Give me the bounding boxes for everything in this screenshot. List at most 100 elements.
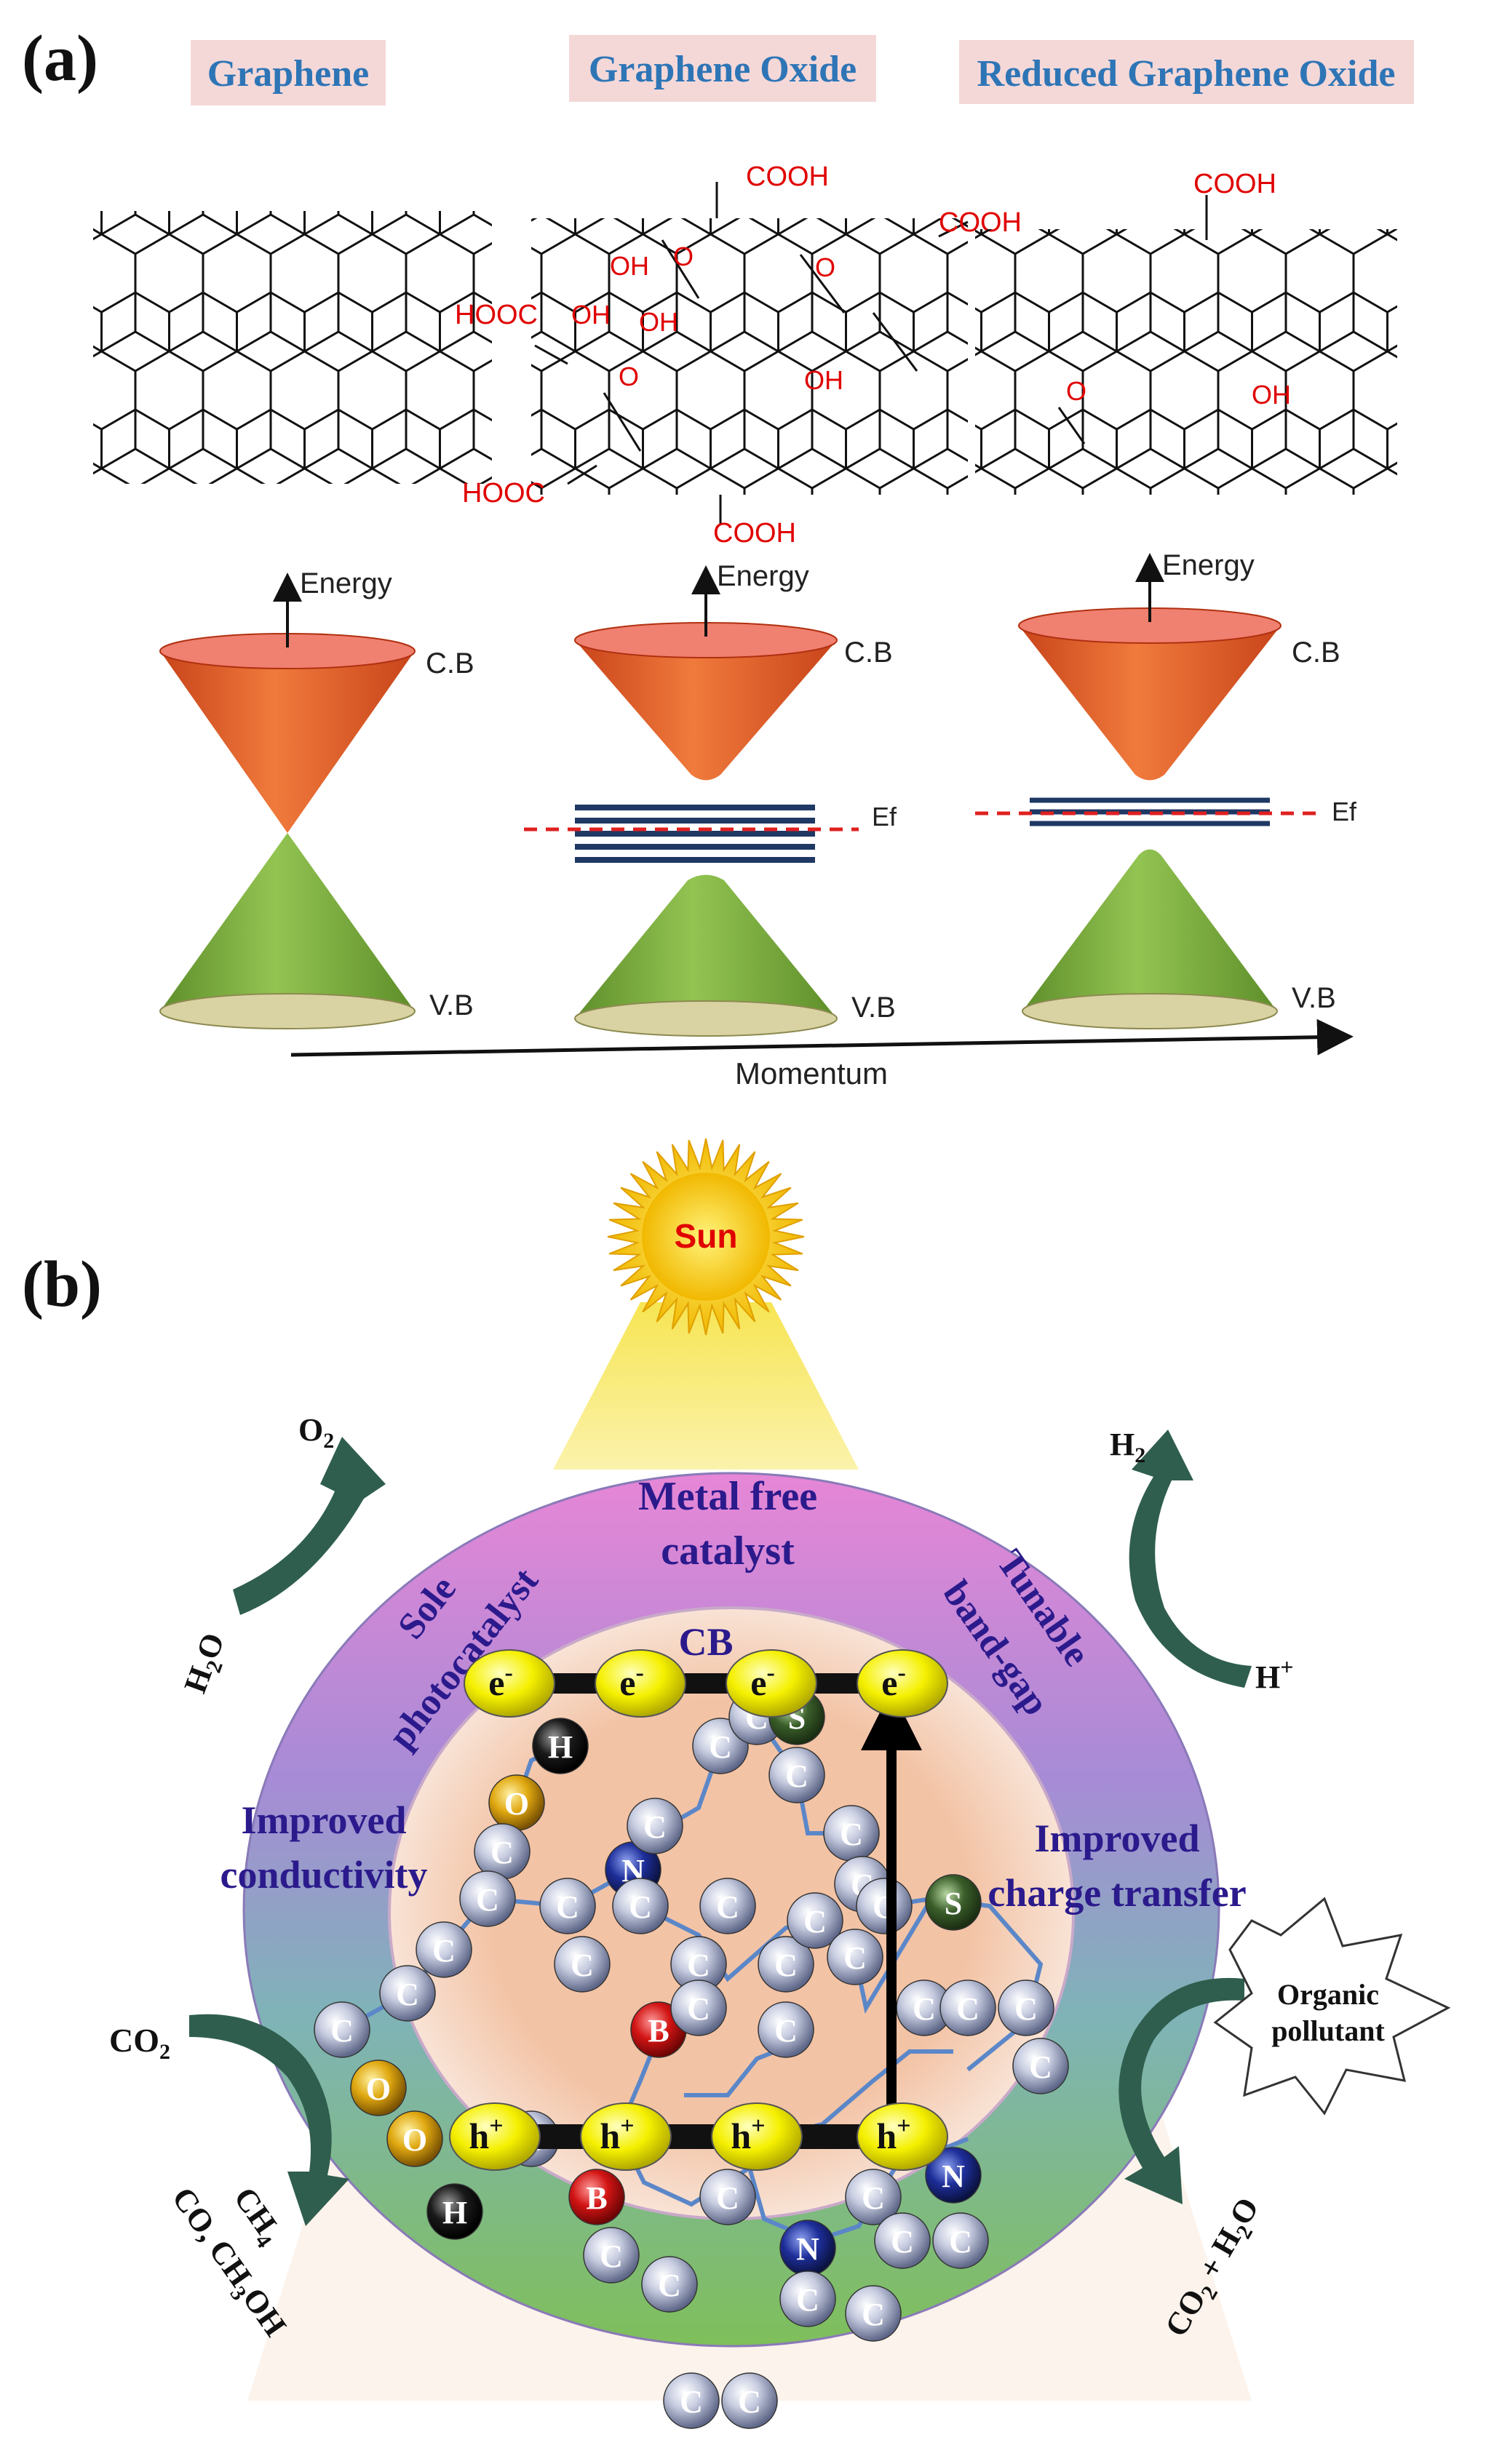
svg-text:Ef: Ef bbox=[1332, 797, 1357, 826]
svg-text:C: C bbox=[1029, 2049, 1052, 2085]
hole-0: h+ bbox=[449, 2102, 541, 2171]
h2-label: H2 bbox=[1110, 1427, 1145, 1467]
atom-n-42: N bbox=[925, 2147, 982, 2204]
svg-text:h+: h+ bbox=[469, 2113, 503, 2156]
svg-text:C: C bbox=[862, 2180, 885, 2216]
atom-c-23: C bbox=[758, 1936, 814, 1993]
svg-text:S: S bbox=[945, 1886, 962, 1921]
svg-text:Graphene: Graphene bbox=[207, 53, 369, 95]
atom-c-44: C bbox=[779, 2270, 836, 2327]
title-graphene-oxide: Graphene Oxide bbox=[569, 35, 876, 102]
rgo-cb-cone bbox=[1019, 626, 1281, 781]
electron-1: e- bbox=[595, 1649, 686, 1718]
svg-text:OH: OH bbox=[639, 307, 678, 337]
svg-text:O: O bbox=[1066, 376, 1086, 406]
atom-c-41: C bbox=[845, 2169, 902, 2225]
svg-text:C: C bbox=[716, 2180, 739, 2216]
svg-text:C: C bbox=[891, 2224, 914, 2260]
atom-h-0: H bbox=[532, 1718, 589, 1774]
atom-c-39: C bbox=[699, 2169, 756, 2225]
label-metal-free: Metal free bbox=[638, 1474, 817, 1519]
vb-label: V.B bbox=[429, 989, 474, 1021]
svg-text:C: C bbox=[680, 2384, 703, 2420]
svg-text:pollutant: pollutant bbox=[1271, 2014, 1385, 2047]
svg-text:C: C bbox=[658, 2268, 681, 2303]
atom-c-47: C bbox=[721, 2372, 778, 2429]
svg-text:N: N bbox=[942, 2158, 965, 2194]
svg-text:e-: e- bbox=[881, 1659, 906, 1703]
svg-text:h+: h+ bbox=[600, 2113, 634, 2156]
go-vb-cone bbox=[575, 874, 837, 1018]
svg-text:COOH: COOH bbox=[713, 518, 796, 549]
vb-bar bbox=[480, 2124, 902, 2149]
svg-text:h+: h+ bbox=[731, 2113, 765, 2156]
svg-text:O: O bbox=[619, 362, 639, 391]
svg-text:Reduced Graphene Oxide: Reduced Graphene Oxide bbox=[977, 53, 1396, 95]
energy-label: Energy bbox=[300, 567, 392, 599]
atom-c-30: C bbox=[758, 2001, 814, 2058]
atom-c-45: C bbox=[845, 2285, 902, 2342]
svg-text:Energy: Energy bbox=[1162, 549, 1255, 581]
electron-3: e- bbox=[857, 1649, 948, 1718]
hole-1: h+ bbox=[580, 2102, 672, 2171]
title-graphene: Graphene bbox=[191, 40, 386, 105]
svg-text:C: C bbox=[643, 1809, 667, 1845]
svg-text:h+: h+ bbox=[876, 2113, 910, 2156]
go-band: Energy C.B Ef V.B bbox=[524, 560, 897, 1037]
sun-label: Sun bbox=[675, 1217, 738, 1255]
h-h2-arrow bbox=[1129, 1430, 1252, 1688]
svg-text:e-: e- bbox=[619, 1659, 644, 1703]
atom-o-7: O bbox=[350, 2060, 407, 2116]
atom-c-19: C bbox=[856, 1878, 913, 1934]
svg-text:C: C bbox=[687, 1947, 710, 1983]
h2o-o2-arrow bbox=[233, 1437, 386, 1615]
svg-text:V.B: V.B bbox=[851, 992, 896, 1024]
svg-text:N: N bbox=[796, 2231, 819, 2267]
svg-text:COOH: COOH bbox=[746, 162, 829, 192]
svg-text:B: B bbox=[648, 2013, 669, 2049]
panel-b-label: (b) bbox=[22, 1248, 102, 1320]
co2-label: CO2 bbox=[109, 2022, 170, 2064]
rgo-band: Energy C.B Ef V.B bbox=[975, 549, 1357, 1029]
svg-text:OH: OH bbox=[571, 300, 611, 330]
momentum-axis bbox=[290, 1018, 1354, 1057]
rgo-lattice bbox=[975, 195, 1397, 495]
atom-c-37: C bbox=[583, 2227, 640, 2284]
graphene-cb-cone bbox=[160, 651, 415, 833]
label-catalyst: catalyst bbox=[661, 1528, 795, 1574]
svg-text:Organic: Organic bbox=[1277, 1978, 1379, 2011]
atom-c-27: C bbox=[554, 1936, 611, 1993]
svg-text:O: O bbox=[504, 1786, 529, 1822]
svg-text:Graphene Oxide: Graphene Oxide bbox=[589, 49, 857, 90]
co2-products-arrow bbox=[189, 2014, 349, 2226]
atom-s-20: S bbox=[925, 1874, 982, 1931]
momentum-label: Momentum bbox=[735, 1056, 888, 1091]
h2o-label: H2O bbox=[177, 1628, 236, 1699]
atom-c-34: C bbox=[1012, 2038, 1069, 2094]
pollutant-products-arrow bbox=[1118, 1977, 1244, 2204]
cb-label-b: CB bbox=[678, 1620, 733, 1664]
graphene-band: Energy C.B V.B bbox=[159, 567, 474, 1029]
title-reduced-graphene-oxide: Reduced Graphene Oxide bbox=[959, 40, 1414, 104]
svg-text:O: O bbox=[402, 2122, 427, 2158]
svg-text:O: O bbox=[366, 2071, 391, 2107]
svg-text:C: C bbox=[571, 1947, 594, 1983]
svg-text:OH: OH bbox=[1252, 380, 1291, 410]
atom-h-9: H bbox=[426, 2183, 483, 2240]
atom-n-40: N bbox=[779, 2220, 836, 2276]
svg-text:C: C bbox=[956, 1991, 980, 2027]
cb-label: C.B bbox=[426, 647, 474, 679]
atom-c-16: C bbox=[768, 1747, 825, 1803]
panel-a-label: (a) bbox=[22, 23, 98, 95]
svg-text:C: C bbox=[840, 1817, 863, 1852]
label-improved-charge-2: charge transfer bbox=[988, 1871, 1246, 1915]
svg-text:C: C bbox=[774, 1947, 798, 1983]
svg-text:O: O bbox=[673, 242, 694, 271]
graphene-vb-cone bbox=[160, 833, 415, 1011]
electron-2: e- bbox=[726, 1649, 817, 1718]
svg-text:Ef: Ef bbox=[872, 802, 897, 832]
atom-c-4: C bbox=[416, 1921, 472, 1978]
atom-c-25: C bbox=[827, 1929, 883, 1985]
atom-c-2: C bbox=[474, 1823, 531, 1880]
